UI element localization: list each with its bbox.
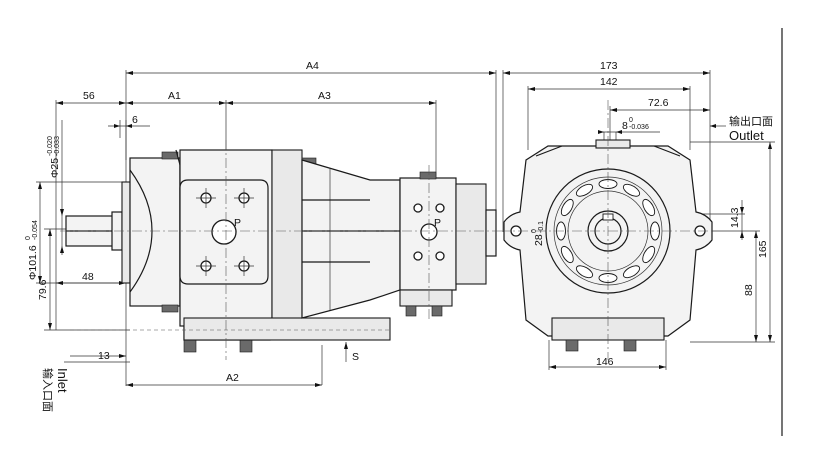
dim-key-tol-lower: -0.036 <box>629 124 649 131</box>
dim-a3: A3 <box>318 90 331 102</box>
dim-phi101-6-tol-upper: 0 <box>25 236 32 240</box>
port-p-aux: P <box>434 217 441 229</box>
dim-14-3: 14.3 <box>729 207 741 228</box>
dim-173: 173 <box>600 60 618 72</box>
inlet-label: Inlet <box>55 368 70 393</box>
dim-79-6: 79.6 <box>37 279 49 300</box>
vane-slot <box>575 265 594 279</box>
dim-88: 88 <box>743 284 755 296</box>
outlet-label: Outlet <box>729 128 764 143</box>
dim-key-tol-upper: 0 <box>629 117 633 124</box>
dim-13: 13 <box>98 350 110 362</box>
end-view: 173 142 72.6 8 0 -0.036 146 输出口面 Outlet … <box>500 28 783 436</box>
dim-s: S <box>352 351 359 363</box>
outlet-label-cn: 输出口面 <box>729 114 773 128</box>
vane-slot <box>560 245 574 264</box>
dim-28-tol-upper: 0 <box>531 229 538 233</box>
dim-28: 28 <box>533 234 545 246</box>
dim-phi25-tol-lower: -0.033 <box>54 136 61 156</box>
dim-72-6: 72.6 <box>648 97 669 109</box>
dim-146: 146 <box>596 356 614 368</box>
dim-6: 6 <box>132 114 138 126</box>
vane-slot <box>642 245 656 264</box>
inlet-label-cn: 输入口面 <box>41 368 55 412</box>
dim-142: 142 <box>600 76 618 88</box>
vane-slot <box>575 183 594 197</box>
dim-28-tol-lower: -0.1 <box>538 221 545 233</box>
vane-slot <box>560 198 574 217</box>
dim-56: 56 <box>83 90 95 102</box>
dim-phi25: Φ25 <box>49 158 61 178</box>
dim-165: 165 <box>757 240 769 258</box>
vane-slot <box>622 183 641 197</box>
dim-phi101-6-tol-lower: -0.054 <box>32 220 39 240</box>
vane-slot <box>622 265 641 279</box>
dim-a1: A1 <box>168 90 181 102</box>
vane-slot <box>642 198 656 217</box>
port-p-front: P <box>234 217 241 229</box>
dim-48: 48 <box>82 271 94 283</box>
dim-phi101-6: Φ101.6 <box>27 245 39 280</box>
dim-phi25-tol-upper: -0.020 <box>47 136 54 156</box>
dim-a4: A4 <box>306 60 319 72</box>
side-view: A4 56 A1 A3 6 48 13 A2 S P P 79.6 Φ101.6… <box>25 60 500 412</box>
dim-key-width: 8 <box>622 120 628 132</box>
dim-a2: A2 <box>226 372 239 384</box>
